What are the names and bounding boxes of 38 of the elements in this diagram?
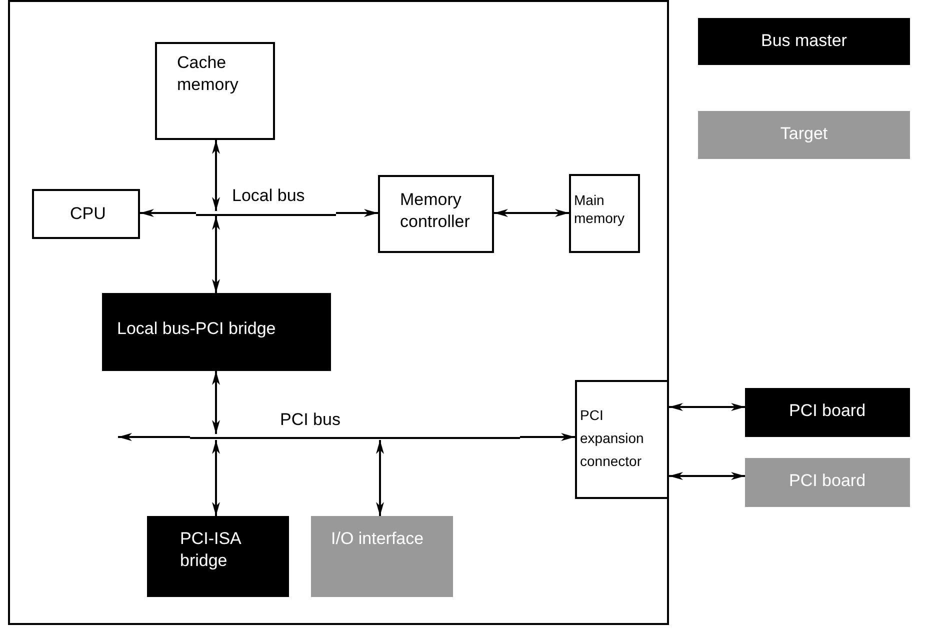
- box-label: Local bus-PCI bridge: [117, 318, 276, 340]
- box-label: Main memory: [574, 191, 626, 228]
- memory-box: [155, 42, 275, 140]
- bridge-box: [147, 516, 289, 597]
- double-arrow: [494, 209, 569, 217]
- double-arrow: [376, 440, 384, 516]
- connector-box: [575, 380, 669, 499]
- arrow: [140, 209, 196, 217]
- double-arrow: [212, 216, 220, 293]
- box-label: Cache memory: [177, 52, 240, 96]
- bus-line: [190, 434, 520, 440]
- double-arrow: [212, 371, 220, 434]
- double-arrow: [212, 440, 220, 516]
- controller-box: [378, 175, 494, 253]
- legend-text: Target: [779, 123, 829, 145]
- board-box: [745, 388, 910, 437]
- bus-label: PCI bus: [280, 410, 340, 430]
- box-label: PCI expansion connector: [580, 406, 645, 472]
- box-label: I/O interface: [331, 528, 424, 550]
- box-label: PCI board: [789, 400, 866, 422]
- arrow: [520, 433, 575, 441]
- bridge-box: [102, 293, 331, 371]
- processor-box: [32, 189, 140, 239]
- legend-text: Bus master: [760, 30, 848, 52]
- double-arrow: [669, 472, 745, 480]
- double-arrow: [669, 403, 745, 411]
- board-box: [745, 458, 910, 507]
- double-arrow: [212, 140, 220, 211]
- arrow: [336, 209, 378, 217]
- box-label: Memory controller: [400, 189, 471, 234]
- bus-line: [196, 211, 336, 216]
- box-label: PCI-ISA bridge: [180, 528, 242, 572]
- box-label: PCI board: [789, 470, 866, 492]
- bus-label: Local bus: [232, 186, 305, 206]
- box-label: CPU: [70, 203, 106, 225]
- arrow: [118, 433, 190, 441]
- memory-box: [569, 174, 640, 253]
- interface-box: [311, 516, 453, 597]
